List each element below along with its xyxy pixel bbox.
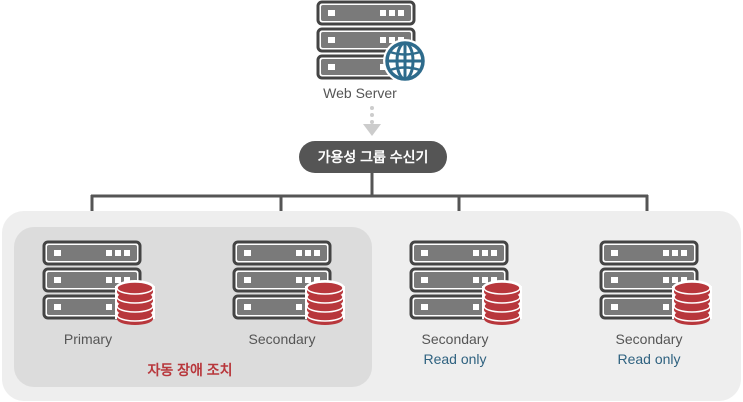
node-1-role: Primary — [63, 331, 113, 347]
node-4-role: Secondary — [615, 331, 683, 347]
node-3-database-icon — [482, 280, 522, 325]
node-1-server-icon — [42, 240, 142, 320]
node-4-database-icon — [672, 280, 712, 325]
node-3-server-icon — [409, 240, 509, 320]
node-2-server-icon — [232, 240, 332, 320]
web-server-icon — [316, 0, 416, 80]
listener-connector-tree — [90, 173, 649, 211]
node-1-database-icon — [115, 280, 155, 325]
node-2-database-icon — [305, 280, 345, 325]
web-to-listener-arrow — [363, 106, 381, 136]
listener-label: 가용성 그룹 수신기 — [317, 149, 429, 165]
node-3-role: Secondary — [421, 331, 489, 347]
node-3-mode: Read only — [423, 351, 487, 367]
globe-icon — [383, 39, 427, 83]
web-server-label: Web Server — [323, 85, 397, 101]
node-2-role: Secondary — [248, 331, 316, 347]
listener-pill: 가용성 그룹 수신기 — [299, 141, 447, 173]
node-4-mode: Read only — [617, 351, 681, 367]
failover-label: 자동 장애 조치 — [147, 362, 233, 378]
